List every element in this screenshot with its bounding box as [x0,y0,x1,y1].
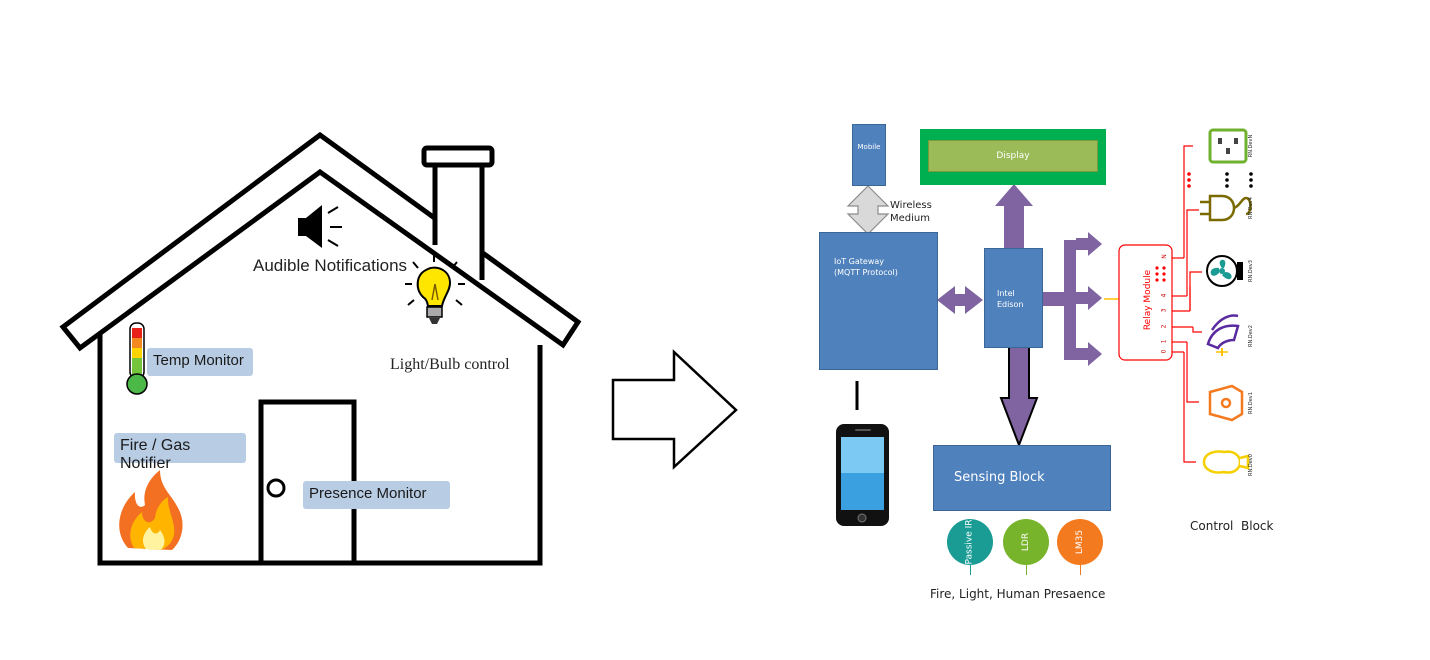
fire-icon [119,470,183,550]
lm35-label: LM35 [1074,529,1085,555]
fire-gas-notifier-label: Fire / Gas Notifier [114,433,246,472]
device-label-3: RN.Dev3 [1247,260,1254,282]
edison-relay-arrows [1042,232,1102,366]
bulb-device-icon [1202,450,1250,474]
audible-notifications-label: Audible Notifications [253,256,408,275]
display-label: Display [996,151,1030,161]
intel-edison-label: Intel Edison [997,289,1024,309]
smartphone-icon [836,424,889,526]
temp-monitor-label: Temp Monitor [147,348,253,376]
relay-pin-n: N [1160,254,1168,259]
heater-icon [1208,384,1244,422]
device-label-n: RN.DevN [1248,134,1255,158]
plug-icon [1200,194,1252,222]
wireless-double-arrow [846,185,890,235]
thermometer-icon [126,322,148,395]
lm35-sensor: LM35 [1057,519,1103,565]
door-knob [266,478,286,498]
relay-module-label: Relay Module [1143,269,1153,331]
relay-pin-1: 1 [1160,339,1168,344]
light-control-label: Light/Bulb control [390,356,510,373]
ldr-sensor: LDR [1003,519,1049,565]
sensing-block-label: Sensing Block [954,470,1045,485]
passive-ir-sensor: Passive IR [947,519,993,565]
device-label-0: RN.Dev0 [1247,454,1254,476]
device-label-1: RN.Dev1 [1247,392,1254,414]
speaker-icon [298,205,342,248]
relay-pin-4: 4 [1160,293,1168,298]
lightbulb-icon [405,254,465,324]
relay-pin-3: 3 [1160,308,1168,313]
relay-pin-0: 0 [1160,349,1168,354]
edison-sensing-arrow [999,346,1039,448]
relay-pin-2: 2 [1160,324,1168,329]
display-screen: Display [928,140,1098,172]
gateway-edison-arrow [937,286,983,314]
control-block-label: Control Block [1190,519,1274,533]
ldr-label: LDR [1020,532,1031,552]
iron-icon [1206,314,1240,356]
passive-ir-label: Passive IR [965,519,975,565]
sensors-caption: Fire, Light, Human Presaence [930,587,1106,601]
iot-gateway-label: IoT Gateway (MQTT Protocol) [834,257,898,277]
fan-icon [1206,255,1243,287]
display-block: Display [920,129,1106,185]
socket-icon [1208,128,1248,164]
transition-arrow [611,349,738,470]
sensing-block: Sensing Block [933,445,1111,511]
wireless-medium-label: Wireless Medium [890,200,932,224]
iot-gateway-block: IoT Gateway (MQTT Protocol) [819,232,938,370]
device-label-4: RN.Dev4 [1247,197,1254,219]
device-label-2: RN.Dev2 [1247,325,1254,347]
edison-display-arrow [995,184,1033,248]
mobile-label: Mobile [857,143,881,151]
presence-monitor-label: Presence Monitor [303,481,450,509]
relay-wiring [1118,145,1202,463]
mobile-block: Mobile [852,124,886,186]
intel-edison-block: Intel Edison [984,248,1043,348]
